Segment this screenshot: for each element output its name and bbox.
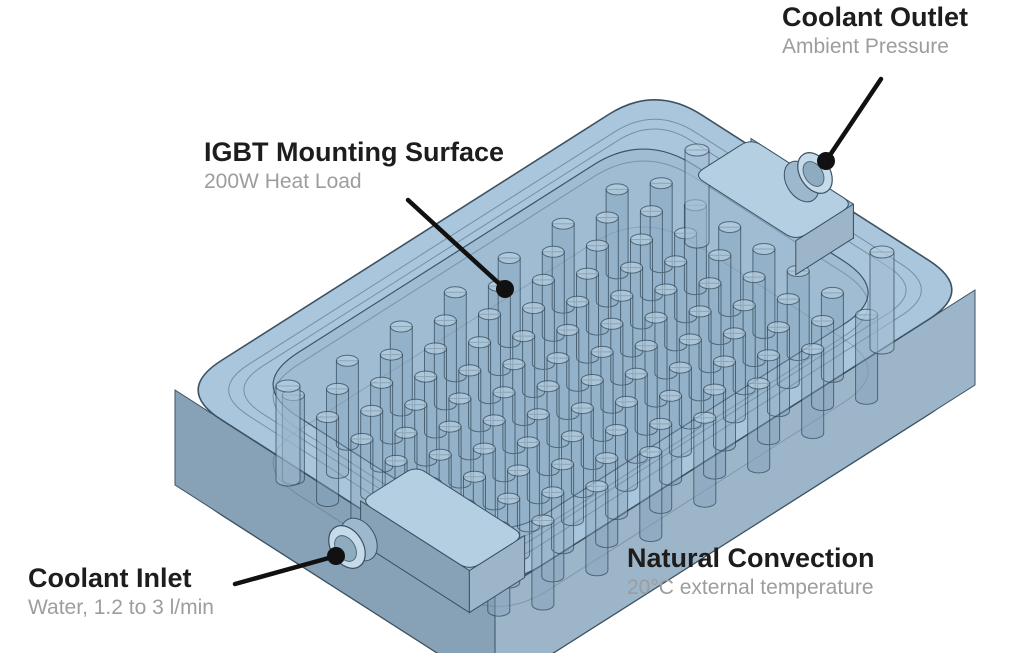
callout-coolant-inlet: Coolant Inlet Water, 1.2 to 3 l/min xyxy=(28,563,214,620)
corner-post xyxy=(684,149,710,249)
corner-post xyxy=(275,385,301,487)
callout-natural-convection: Natural Convection 20°C external tempera… xyxy=(627,543,875,600)
corner-post-top xyxy=(275,379,301,393)
callout-coolant-outlet: Coolant Outlet Ambient Pressure xyxy=(782,2,968,59)
inlet-boss-top xyxy=(365,468,521,568)
outlet-leader-dot xyxy=(817,152,835,170)
igbt-leader-line xyxy=(405,197,508,292)
outlet-leader-line xyxy=(823,76,884,164)
callout-subtitle: Ambient Pressure xyxy=(782,35,949,59)
outlet-port-bore xyxy=(802,161,825,187)
callout-subtitle: 20°C external temperature xyxy=(627,576,874,600)
callout-title: Coolant Inlet xyxy=(28,563,192,593)
inlet-leader-line xyxy=(232,553,339,587)
fin-cavity xyxy=(272,148,869,529)
callout-subtitle: 200W Heat Load xyxy=(204,170,362,194)
pin-fin-tops xyxy=(281,177,879,533)
callout-igbt-mounting-surface: IGBT Mounting Surface 200W Heat Load xyxy=(204,137,504,194)
callout-title: IGBT Mounting Surface xyxy=(204,137,504,167)
callout-title: Natural Convection xyxy=(627,543,875,573)
corner-post-top xyxy=(869,245,895,259)
inlet-leader-dot xyxy=(327,547,345,565)
callout-subtitle: Water, 1.2 to 3 l/min xyxy=(28,596,214,620)
corner-post-top xyxy=(684,143,710,157)
outlet-boss-top xyxy=(697,141,849,238)
callout-title: Coolant Outlet xyxy=(782,2,968,32)
igbt-leader-dot xyxy=(496,280,514,298)
corner-post xyxy=(869,251,895,355)
